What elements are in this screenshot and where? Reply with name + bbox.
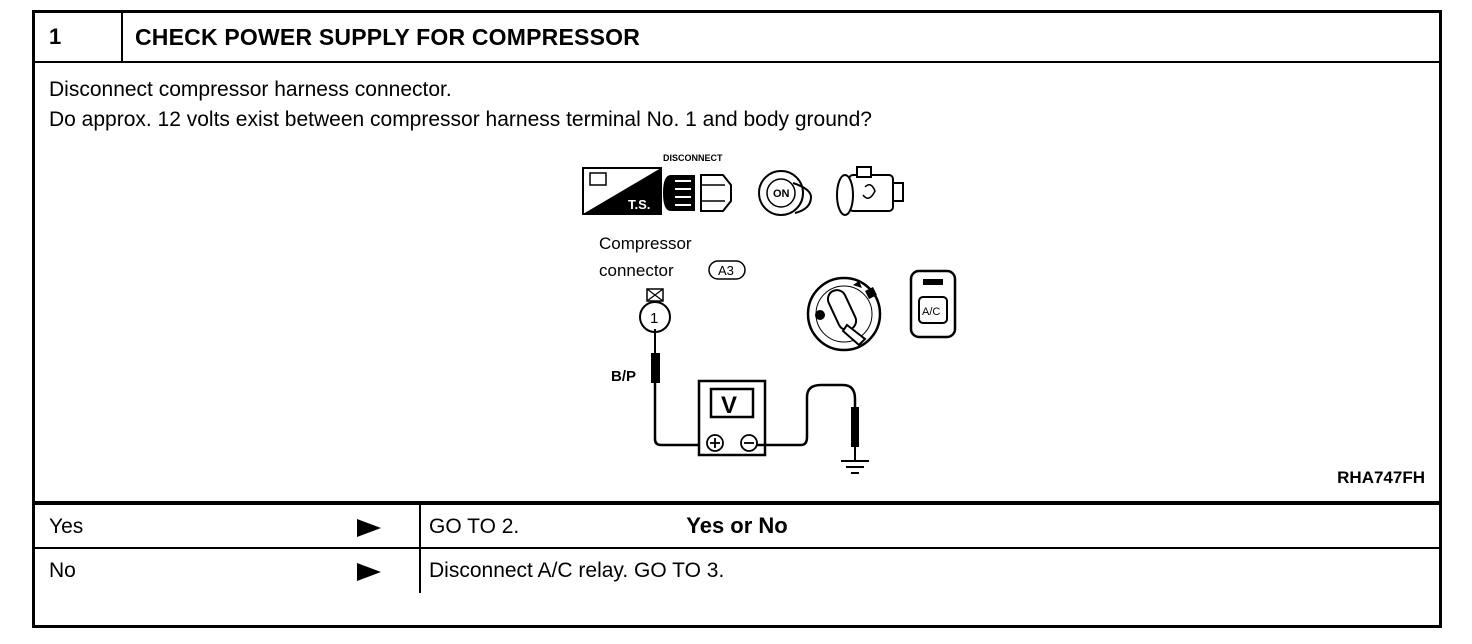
- answer-label: No: [49, 559, 76, 582]
- answer-row-yes: Yes GO TO 2.: [35, 503, 1439, 549]
- ignition-key-icon: ON: [758, 170, 813, 216]
- voltmeter: V: [697, 379, 767, 457]
- instruction-line: Do approx. 12 volts exist between compre…: [49, 108, 872, 131]
- svg-text:ON: ON: [773, 188, 790, 200]
- diagnostic-step-table: 1 CHECK POWER SUPPLY FOR COMPRESSOR Disc…: [32, 10, 1442, 628]
- meter-label: V: [721, 392, 737, 419]
- step-title: CHECK POWER SUPPLY FOR COMPRESSOR: [135, 24, 641, 50]
- fan-knob-icon: [806, 276, 882, 352]
- connector-pin: 1: [639, 288, 671, 333]
- yes-no-question: Yes or No: [686, 513, 788, 538]
- svg-text:DISCONNECT: DISCONNECT: [663, 153, 723, 163]
- step-body: Disconnect compressor harness connector.…: [35, 63, 1439, 538]
- step-number: 1: [35, 13, 123, 61]
- instruction-line: Disconnect compressor harness connector.: [49, 78, 452, 101]
- arrow-right-icon: [357, 563, 381, 581]
- column-divider: [419, 549, 421, 593]
- wiring-diagram: T.S. DISCONNECT ON: [582, 153, 957, 474]
- column-divider: [419, 505, 421, 549]
- figure-code: RHA747FH: [1337, 468, 1425, 487]
- terminal-number: 1: [650, 310, 658, 327]
- ac-switch-icon: A/C: [909, 269, 957, 339]
- wire-color: B/P: [611, 368, 636, 385]
- step-header: 1 CHECK POWER SUPPLY FOR COMPRESSOR: [35, 13, 1439, 63]
- connector-id: A3: [718, 263, 734, 278]
- answer-result: Disconnect A/C relay. GO TO 3.: [429, 559, 725, 582]
- answer-row-no: No Disconnect A/C relay. GO TO 3.: [35, 547, 1439, 593]
- answer-result: GO TO 2.: [429, 515, 520, 538]
- connector-label: Compressor: [599, 234, 692, 253]
- svg-text:T.S.: T.S.: [628, 197, 650, 212]
- ts-icon: T.S.: [582, 167, 662, 215]
- svg-text:A/C: A/C: [922, 306, 940, 318]
- instructions: Disconnect compressor harness connector.…: [49, 75, 872, 135]
- answer-label: Yes: [49, 515, 84, 538]
- disconnect-icon: DISCONNECT: [663, 153, 732, 212]
- connector-label-2: connector: [599, 261, 674, 280]
- arrow-right-icon: [357, 519, 381, 537]
- engine-icon: [836, 166, 904, 216]
- ground-symbol: [841, 460, 869, 474]
